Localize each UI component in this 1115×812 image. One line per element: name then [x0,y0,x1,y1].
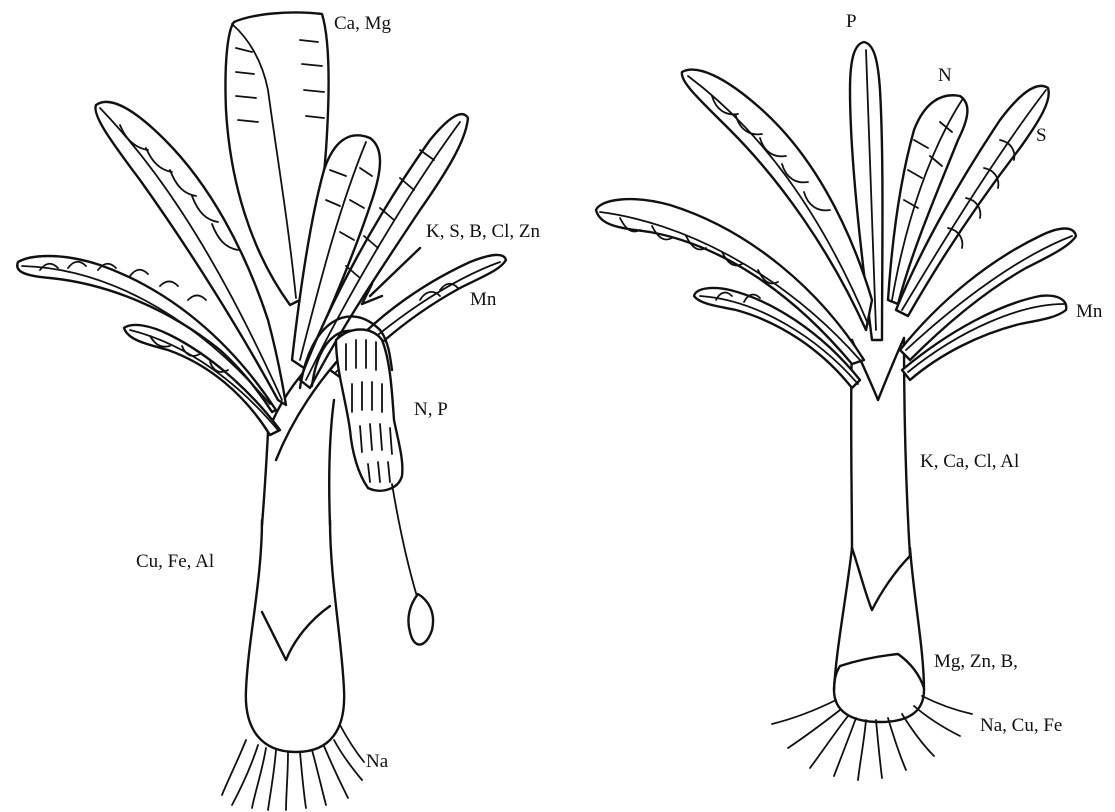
label-right-side-leaf: Mn [1076,302,1102,321]
label-right-spike-leaf: P [846,12,857,31]
label-left-fruit: N, P [414,400,448,419]
right-corm [834,548,924,722]
label-right-corm: Mg, Zn, B, [934,652,1018,671]
label-left-arrow-leaf: K, S, B, Cl, Zn [426,222,540,241]
left-sheath-line [262,606,330,660]
left-fruit-bunch [336,330,433,645]
label-right-upper-leaf: S [1036,126,1047,145]
label-left-side-leaf: Mn [470,290,496,309]
label-right-pseudostem: K, Ca, Cl, Al [920,452,1019,471]
left-roots [222,725,364,810]
left-corm [246,520,344,752]
label-left-top-leaf: Ca, Mg [334,14,391,33]
label-left-pseudostem: Cu, Fe, Al [136,552,214,571]
label-right-roots: Na, Cu, Fe [980,716,1062,735]
right-roots [772,696,972,780]
label-left-roots: Na [366,752,388,771]
label-right-young-leaf: N [938,66,952,85]
right-corm-top [834,654,924,690]
